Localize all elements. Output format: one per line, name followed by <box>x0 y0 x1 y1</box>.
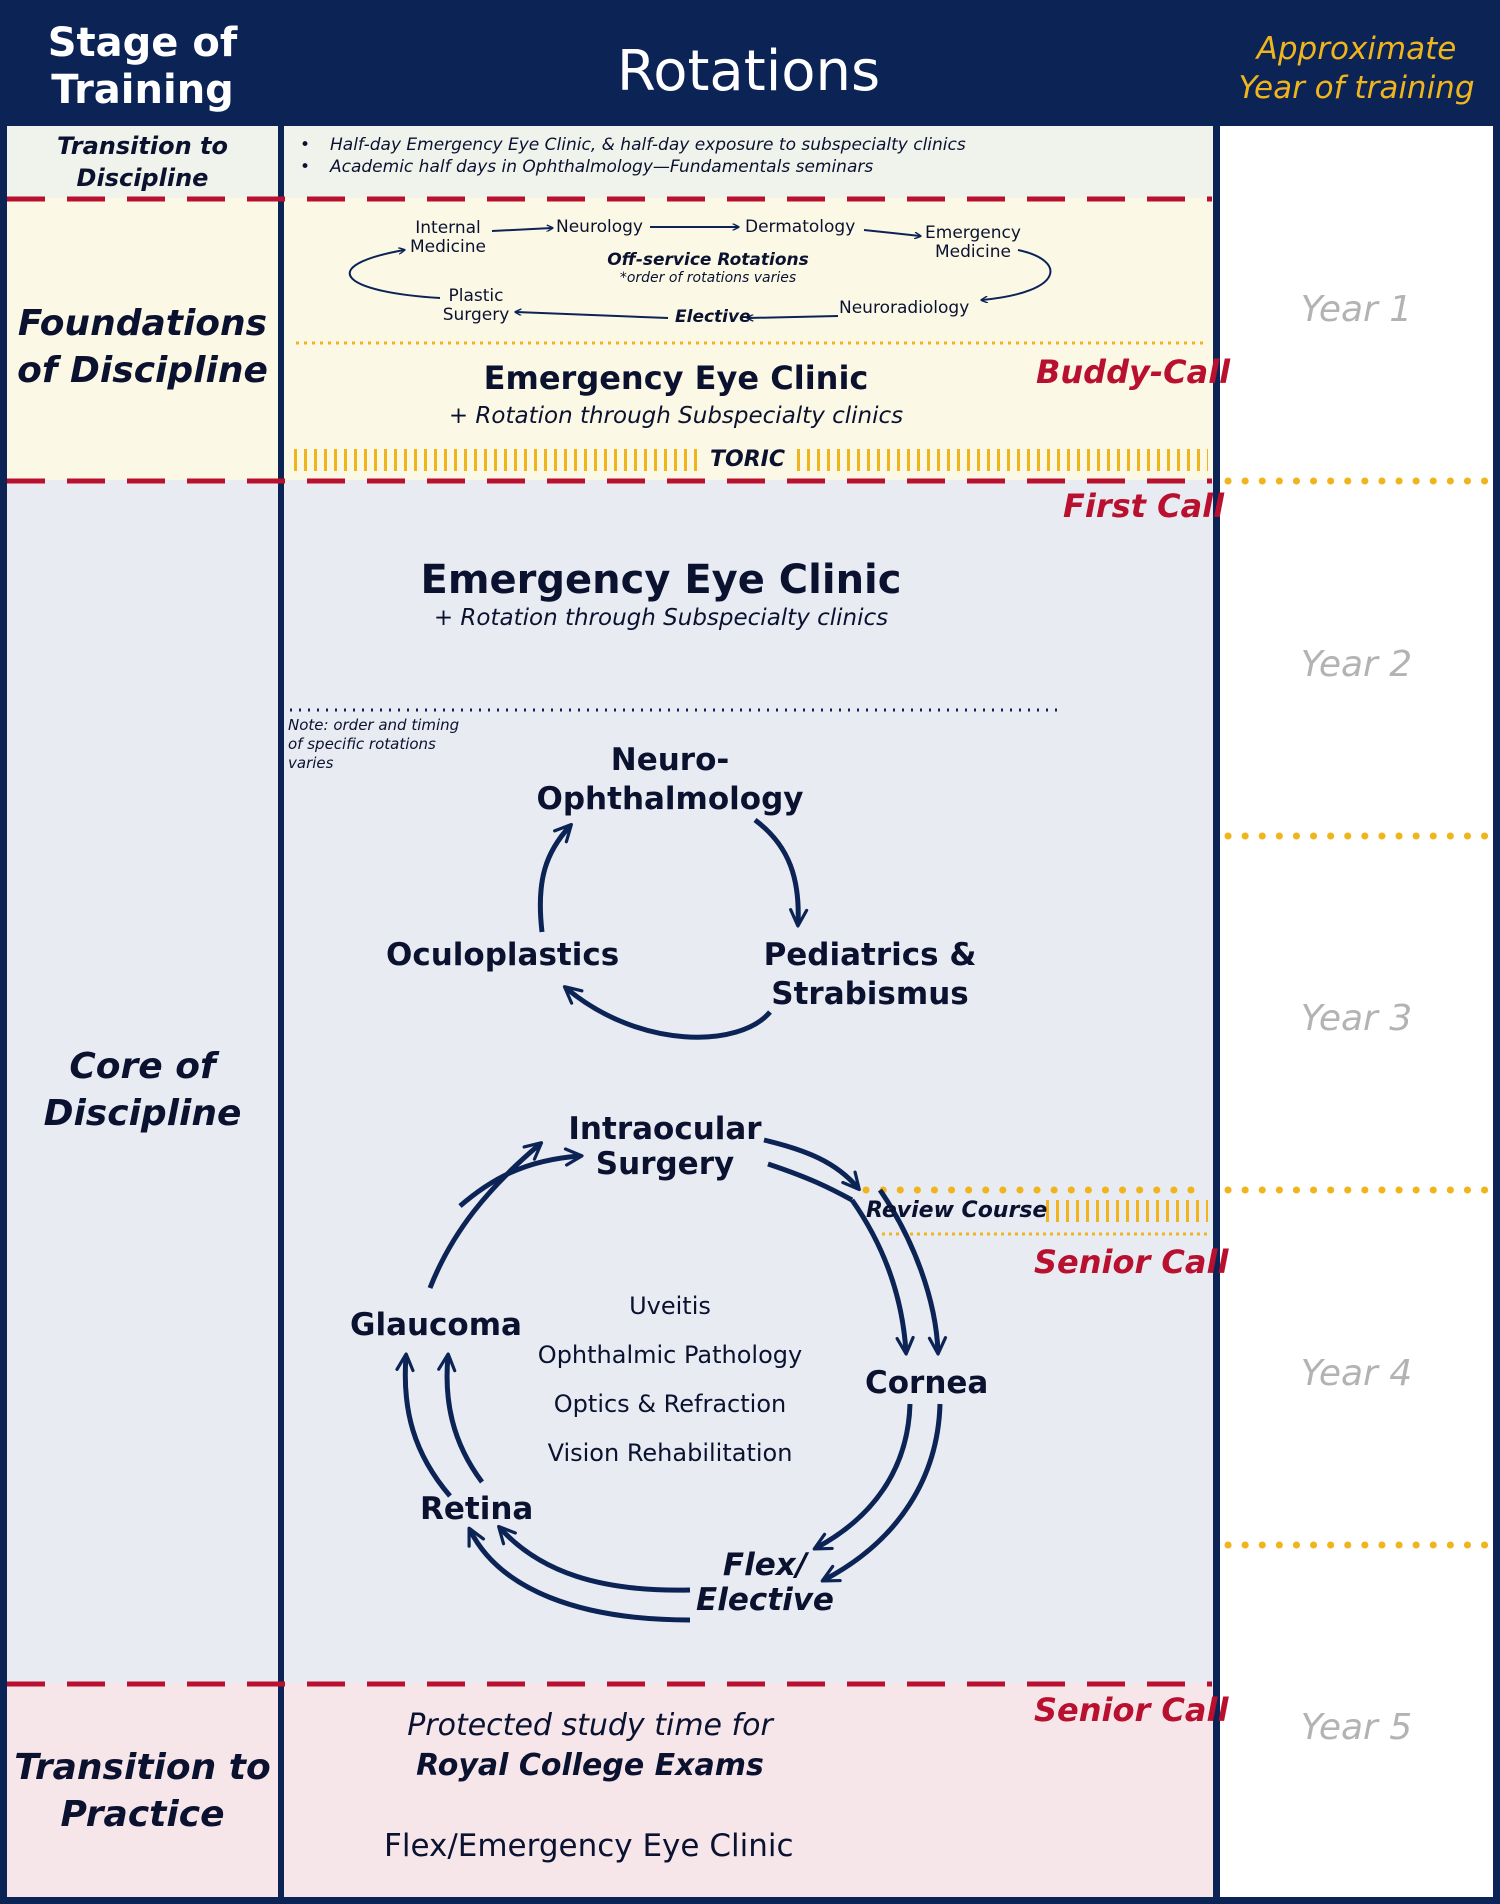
cycle1-peds-l2: Strabismus <box>771 976 969 1012</box>
cycle2-center-uveitis: Uveitis <box>629 1292 711 1320</box>
stage-transition-to-practice: Transition to Practice <box>7 1744 278 1838</box>
cod-bg <box>7 480 1217 1683</box>
cycle2-center-optics: Optics & Refraction <box>553 1390 787 1418</box>
offservice-plastic-surgery: Plastic Surgery <box>436 287 516 325</box>
cycle1-oculoplastics: Oculoplastics <box>386 937 620 973</box>
offservice-emergency-l2: Medicine <box>935 242 1011 262</box>
offservice-internal-medicine: Internal Medicine <box>398 219 498 257</box>
ttd-bullet-2-text: Academic half days in Ophthalmology—Fund… <box>330 157 874 177</box>
offservice-center: Off-service Rotations *order of rotation… <box>588 250 828 287</box>
cycle1-peds-l1: Pediatrics & <box>763 937 977 973</box>
year-2-label: Year 2 <box>1300 644 1413 685</box>
offservice-emergency-l1: Emergency <box>925 223 1021 243</box>
offservice-internal-l2: Medicine <box>410 237 486 257</box>
core-note-l3: varies <box>288 754 334 772</box>
offservice-plastic-l2: Surgery <box>442 305 510 325</box>
cycle2-center-vision-rehab: Vision Rehabilitation <box>547 1439 793 1467</box>
offservice-emergency-medicine: Emergency Medicine <box>918 224 1028 262</box>
frame-right <box>1493 0 1500 1904</box>
year-3-label: Year 3 <box>1300 998 1413 1039</box>
stage-fod-line1: Foundations <box>17 303 268 344</box>
first-call-label: First Call <box>1063 487 1225 525</box>
header-year-line2: Year of training <box>1238 70 1475 106</box>
offservice-center-note: *order of rotations varies <box>619 270 797 286</box>
stage-fod-line2: of Discipline <box>17 350 268 391</box>
stage-foundations-of-discipline: Foundations of Discipline <box>7 300 278 394</box>
offservice-neuroradiology: Neuroradiology <box>839 298 970 318</box>
cycle1-neuro-l1: Neuro- <box>610 742 730 778</box>
ttp-bg <box>7 1683 1217 1897</box>
toric-label: TORIC <box>710 447 785 472</box>
cycle2-intraocular-surgery: Intraocular Surgery <box>540 1112 790 1182</box>
offservice-neurology: Neurology <box>556 217 643 237</box>
ttd-bg <box>7 126 1217 198</box>
fod-bg <box>7 198 1217 480</box>
cycle2-arrows <box>395 1137 948 1623</box>
stage-ttp-line1: Transition to <box>14 1747 271 1788</box>
cycle2-retina: Retina <box>420 1491 534 1527</box>
senior-call-core-label: Senior Call <box>1034 1243 1229 1281</box>
practice-study: Protected study time for Royal College E… <box>330 1706 850 1786</box>
offservice-internal-l1: Internal <box>415 218 481 238</box>
senior-call-practice-label: Senior Call <box>1034 1691 1229 1729</box>
fod-clinic-title: Emergency Eye Clinic <box>483 359 869 397</box>
cycle2-flex-l1: Flex/ <box>722 1547 808 1583</box>
frame-left <box>0 0 7 1904</box>
cycle2-flex-elective: Flex/ Elective <box>690 1548 840 1618</box>
header-stage-title: Stage of Training <box>7 20 278 114</box>
cycle2-center-pathology: Ophthalmic Pathology <box>537 1341 803 1369</box>
core-note: Note: order and timing of specific rotat… <box>288 716 459 773</box>
ttd-bullet-1: •Half-day Emergency Eye Clinic, & half-d… <box>300 135 966 155</box>
ttd-bullet-1-text: Half-day Emergency Eye Clinic, & half-da… <box>330 135 966 155</box>
review-course-label: Review Course <box>866 1198 1048 1223</box>
cycle2-glaucoma: Glaucoma <box>350 1307 522 1343</box>
core-clinic-title: Emergency Eye Clinic <box>420 557 902 603</box>
stage-cod-line1: Core of <box>69 1046 216 1087</box>
year-5-label: Year 5 <box>1300 1707 1413 1748</box>
cycle1-pediatrics-strabismus: Pediatrics & Strabismus <box>755 936 985 1014</box>
header-year-line1: Approximate <box>1256 31 1457 67</box>
cycle1-neuro-l2: Ophthalmology <box>536 781 804 817</box>
fod-clinic-sub: + Rotation through Subspecialty clinics <box>448 403 904 429</box>
cycle1-arrows <box>537 817 809 1040</box>
buddy-call-label: Buddy-Call <box>1036 353 1231 391</box>
stage-ttd-line2: Discipline <box>76 164 209 192</box>
stage-transition-to-discipline: Transition to Discipline <box>7 130 278 194</box>
year-1-label: Year 1 <box>1300 289 1413 330</box>
stage-ttp-line2: Practice <box>60 1794 225 1835</box>
cycle1-neuro-ophthalmology: Neuro- Ophthalmology <box>520 741 820 819</box>
col-sep-2 <box>1213 126 1220 1897</box>
practice-flex-clinic: Flex/Emergency Eye Clinic <box>384 1828 794 1864</box>
offservice-elective: Elective <box>675 307 751 327</box>
stage-core-of-discipline: Core of Discipline <box>7 1043 278 1137</box>
offservice-dermatology: Dermatology <box>745 217 856 237</box>
header-rotations-title: Rotations <box>616 39 881 104</box>
frame-bottom <box>0 1897 1500 1904</box>
stage-cod-line2: Discipline <box>43 1093 242 1134</box>
header-year-title: Approximate Year of training <box>1220 30 1493 108</box>
core-note-l1: Note: order and timing <box>288 716 460 734</box>
offservice-plastic-l1: Plastic <box>448 286 504 306</box>
cycle2-center-list: Uveitis Ophthalmic Pathology Optics & Re… <box>520 1282 820 1478</box>
cycle2-flex-l2: Elective <box>696 1582 834 1618</box>
offservice-arrows <box>348 227 1052 318</box>
header-stage-line1: Stage of <box>47 20 238 66</box>
year-4-label: Year 4 <box>1300 1353 1413 1394</box>
col-sep-1 <box>278 126 284 1897</box>
practice-study-l2: Royal College Exams <box>416 1748 764 1783</box>
header-bar <box>0 0 1500 126</box>
ttd-bullet-2: •Academic half days in Ophthalmology—Fun… <box>300 157 874 177</box>
offservice-center-title: Off-service Rotations <box>607 250 809 270</box>
header-stage-line2: Training <box>51 67 234 113</box>
cycle2-ios-l2: Surgery <box>595 1146 735 1182</box>
stage-ttd-line1: Transition to <box>57 132 228 160</box>
practice-study-l1: Protected study time for <box>407 1708 773 1743</box>
cycle2-cornea: Cornea <box>865 1365 989 1401</box>
core-clinic-sub: + Rotation through Subspecialty clinics <box>433 605 889 631</box>
cycle2-ios-l1: Intraocular <box>568 1111 762 1147</box>
core-note-l2: of specific rotations <box>288 735 436 753</box>
